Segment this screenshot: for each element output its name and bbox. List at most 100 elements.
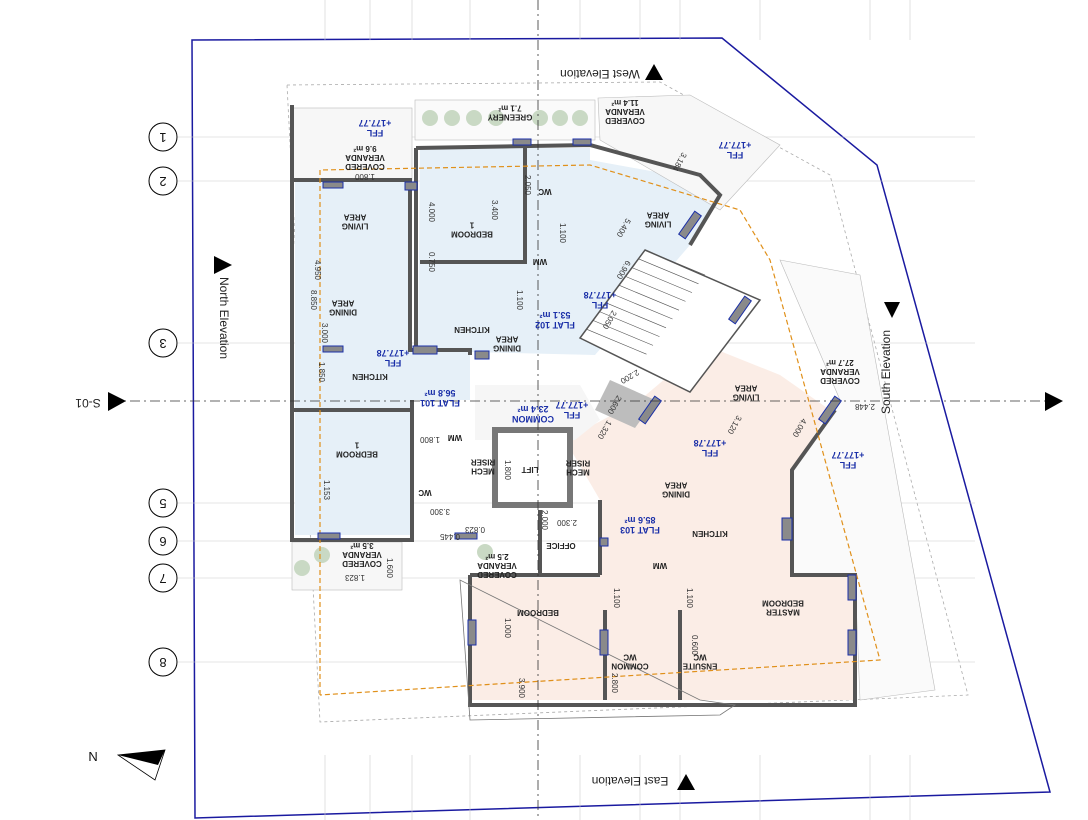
window <box>727 295 753 325</box>
grid-label: 6 <box>159 534 166 549</box>
window <box>599 629 609 656</box>
stair-tread <box>586 328 647 355</box>
stair-treads <box>586 249 706 355</box>
stair-tread <box>644 249 706 276</box>
shrub <box>572 110 588 126</box>
window <box>781 517 793 541</box>
room-label-kitchen-103: KITCHEN <box>692 529 728 538</box>
room-label-greenery: GREENERY7.1 m² <box>487 104 532 122</box>
dimension-label: 1.600 <box>385 558 394 579</box>
outer-outline <box>459 579 737 721</box>
grid-bubble <box>148 166 178 196</box>
stair-tread <box>631 267 693 293</box>
property-boundary <box>191 37 1051 819</box>
dimension-label: 1.100 <box>685 588 694 609</box>
room-label-bedroom-101: BEDROOM1 <box>336 441 378 459</box>
stair-tread <box>599 311 660 337</box>
grid-bubble <box>148 122 178 152</box>
room-label-wc-102: WC <box>538 187 552 196</box>
room-label-bedroom-102: BEDROOM1 <box>451 221 493 239</box>
room-label-dining-103: DININGAREA <box>662 481 690 499</box>
dimension-label: 3.300 <box>429 507 450 516</box>
dimension-label: 2.050 <box>523 175 532 196</box>
room-label-ffl-common: FFL+177.77 <box>556 400 589 420</box>
room-label-ensuite-wc: ENSUITEWC <box>682 653 717 671</box>
dimension-label: 3.900 <box>517 678 526 699</box>
room-label-bedroom-103: BEDROOM <box>517 608 559 617</box>
common-area <box>475 385 600 440</box>
section-arrow-right <box>1045 392 1063 411</box>
room-label-common-wc: COMMONWC <box>611 653 649 671</box>
stair-tread <box>625 276 686 302</box>
window <box>474 350 490 360</box>
dimension-label: 0.445 <box>439 532 460 541</box>
window <box>467 619 477 646</box>
shrub <box>444 110 460 126</box>
shrub <box>466 110 482 126</box>
north-label: N <box>88 749 97 764</box>
grid-bubble <box>148 328 178 358</box>
north-arrow-fill <box>118 750 165 765</box>
room-label-ffl-102: FFL+177.78 <box>584 290 617 310</box>
room-label-dining-101: DININGAREA <box>329 299 357 317</box>
window <box>512 138 532 146</box>
grid-bubble <box>148 647 178 677</box>
grid-label: 1 <box>159 130 166 145</box>
stair-tread <box>638 258 699 285</box>
dimension-label: 2.800 <box>610 673 619 694</box>
room-label-office: OFFICE <box>546 541 576 550</box>
grid-label: 5 <box>159 496 166 511</box>
room-label-wm-3: WM <box>653 561 668 570</box>
stair-tread <box>605 302 667 329</box>
room-label-kitchen-102: KITCHEN <box>454 325 490 334</box>
stair-landing <box>595 380 655 428</box>
room-label-mech-1: MECHRISER <box>471 458 496 476</box>
stair-tread <box>618 284 680 311</box>
window <box>317 532 341 540</box>
dimension-label: 1.800 <box>503 460 512 481</box>
room-label-veranda-se: COVEREDVERANDA27.7 m² <box>820 358 860 385</box>
dimension-label: 8.850 <box>309 290 318 311</box>
site-outline <box>286 81 969 723</box>
flat-103-area <box>472 345 855 700</box>
room-label-veranda-101: COVEREDVERANDA3.5 m² <box>342 541 382 568</box>
elevation-label-east: East Elevation <box>592 774 669 788</box>
room-label-living-102: LIVINGAREA <box>645 211 672 229</box>
shrub <box>552 110 568 126</box>
window <box>322 345 344 353</box>
grid-bubble <box>148 488 178 518</box>
room-label-ffl-se: FFL+177.77 <box>832 450 865 470</box>
stair-tread <box>612 293 673 320</box>
dimension-label: 3.400 <box>490 200 499 221</box>
grid-label: 2 <box>159 174 166 189</box>
grid-label: 3 <box>159 336 166 351</box>
dimension-label: 1.850 <box>317 362 326 383</box>
room-label-living-101: LIVINGAREA <box>342 213 369 231</box>
room-label-ffl-101: FFL+177.78 <box>377 348 410 368</box>
elevation-arrow-south <box>884 302 900 318</box>
shrub <box>294 560 310 576</box>
dimension-label: 3.000 <box>320 323 329 344</box>
stair-tread <box>592 320 654 346</box>
elevation-arrow-west <box>645 64 663 80</box>
room-label-master-bedroom: MASTERBEDROOM <box>762 599 804 617</box>
room-label-flat-101: FLAT 10156.8 m² <box>420 388 460 408</box>
grid-label: 8 <box>159 655 166 670</box>
section-label: S-01 <box>75 396 101 410</box>
dimension-label: 2.000 <box>540 510 549 531</box>
dimension-label: 1.800 <box>419 435 440 444</box>
dimension-label: 1.153 <box>322 480 331 501</box>
dimension-label: 1.000 <box>503 618 512 639</box>
window <box>412 345 438 355</box>
shrub <box>488 110 504 126</box>
grid-bubble <box>148 526 178 556</box>
dimension-label: 1.823 <box>344 573 365 582</box>
dimension-label: 4.950 <box>313 260 322 281</box>
room-label-lift: LIFT <box>521 465 538 474</box>
greenery-shrubs <box>294 110 588 576</box>
section-arrow-left <box>108 392 126 411</box>
window <box>817 395 843 425</box>
room-label-veranda-nw: COVEREDVERANDA9.6 m² <box>345 144 385 171</box>
dimension-label: 1.100 <box>515 290 524 311</box>
